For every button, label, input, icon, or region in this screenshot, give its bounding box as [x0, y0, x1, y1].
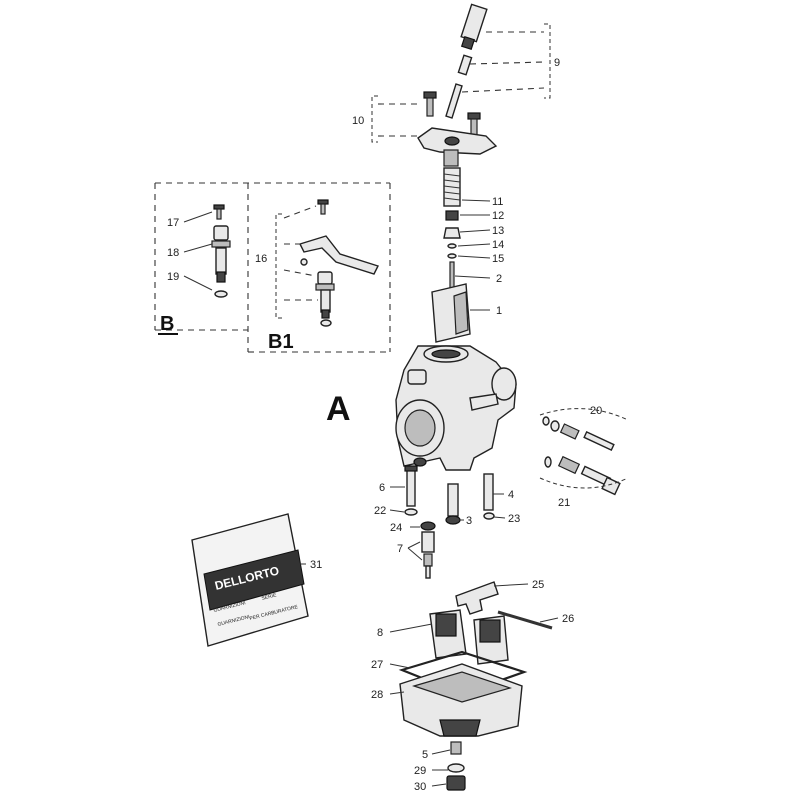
callout-3: 3	[466, 515, 472, 527]
part-29-washer	[447, 763, 465, 773]
part-20-idle-screw-set	[542, 416, 615, 451]
leader-lines	[183, 31, 559, 787]
section-label-a: A	[326, 390, 351, 428]
part-24-o-ring	[420, 521, 436, 531]
callout-20: 20	[590, 405, 602, 417]
part-15-clip	[447, 253, 457, 259]
bracket-21	[539, 477, 629, 489]
callout-25: 25	[532, 579, 544, 591]
section-label-b: B	[160, 313, 174, 335]
callout-1: 1	[496, 305, 502, 317]
part-16-choke-assembly	[299, 199, 379, 327]
part-4-pilot-jet	[483, 473, 494, 511]
callout-23: 23	[508, 513, 520, 525]
callout-24: 24	[390, 522, 402, 534]
callout-27: 27	[371, 659, 383, 671]
callout-16: 16	[255, 253, 267, 265]
callout-4: 4	[508, 489, 514, 501]
callout-labels: 1 2 3 4 5 6 7 8 9 10 11 12 13 14 15 16 1…	[167, 57, 602, 793]
part-19-washer	[214, 290, 228, 298]
bracket-9	[544, 23, 551, 99]
carburetor-body	[395, 345, 517, 471]
callout-19: 19	[167, 271, 179, 283]
bracket-16	[275, 213, 282, 319]
part-11-spring	[443, 167, 461, 207]
callout-17: 17	[167, 217, 179, 229]
callout-7: 7	[397, 543, 403, 555]
part-26-float-pin	[497, 610, 553, 630]
detail-box-b	[154, 182, 391, 353]
part-10-top-cover	[417, 91, 498, 167]
part-18-choke-valve	[211, 225, 231, 283]
part-7-needle-valve	[421, 531, 435, 579]
callout-21: 21	[558, 497, 570, 509]
callout-29: 29	[414, 765, 426, 777]
part-23-washer	[483, 512, 495, 520]
callout-18: 18	[167, 247, 179, 259]
callout-30: 30	[414, 781, 426, 793]
part-3-main-jet-holder	[447, 483, 459, 517]
callout-5: 5	[422, 749, 428, 761]
callout-22: 22	[374, 505, 386, 517]
part-22-washer	[404, 508, 418, 516]
callout-28: 28	[371, 689, 383, 701]
callout-14: 14	[492, 239, 504, 251]
callout-15: 15	[492, 253, 504, 265]
part-25-float-lever	[455, 581, 499, 615]
bracket-10	[371, 95, 378, 143]
part-28-float-bowl	[399, 663, 523, 737]
callout-2: 2	[496, 273, 502, 285]
bag-line2: SERIE	[261, 592, 278, 602]
part-30-plug	[446, 775, 466, 791]
part-1-throttle-slide	[431, 283, 471, 343]
callout-26: 26	[562, 613, 574, 625]
part-5-drain-screw	[450, 741, 462, 755]
part-17-screw	[213, 204, 225, 220]
part-6-atomizer	[406, 467, 416, 507]
part-12-retainer	[445, 210, 459, 221]
section-label-b1: B1	[268, 331, 294, 353]
callout-31: 31	[310, 559, 322, 571]
callout-12: 12	[492, 210, 504, 222]
part-14-clip	[447, 243, 457, 249]
part-6-head	[404, 465, 418, 472]
callout-10: 10	[352, 115, 364, 127]
callout-11: 11	[492, 196, 503, 208]
part-9-cable-adjuster	[445, 3, 488, 119]
part-3-jet	[445, 515, 461, 525]
callout-8: 8	[377, 627, 383, 639]
part-21-air-screw-set	[544, 455, 621, 496]
part-8-float	[429, 609, 509, 665]
callout-9: 9	[554, 57, 560, 69]
part-31-gasket-kit-bag: DELLORTO GUARNIZIONI SERIE GUARNIZIONI P…	[191, 513, 309, 647]
callout-6: 6	[379, 482, 385, 494]
bracket-20	[539, 408, 629, 421]
part-13-needle-holder	[443, 227, 461, 239]
callout-13: 13	[492, 225, 504, 237]
